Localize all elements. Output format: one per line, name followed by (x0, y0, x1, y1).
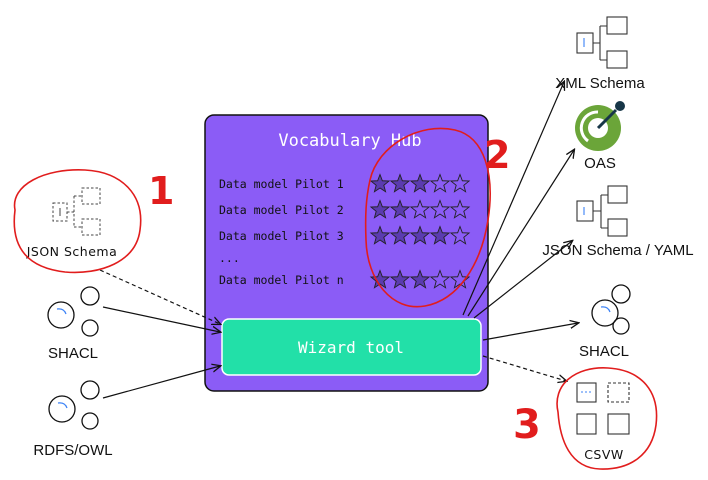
json-yaml-output: JSON Schema / YAML (542, 185, 694, 259)
star-empty-icon (429, 269, 451, 289)
star-filled-icon (409, 173, 431, 193)
hub-row-label: Data model Pilot 2 (219, 203, 344, 217)
star-empty-icon (429, 199, 451, 219)
arrow-hub-to-xml (462, 82, 564, 316)
connectors (99, 82, 578, 399)
xml-schema-label: XML Schema (555, 75, 645, 92)
star-filled-icon (389, 199, 411, 219)
star-empty-icon (449, 173, 471, 193)
rdfs-owl-input: RDFS/OWL (33, 380, 113, 459)
tree-dashed-icon (52, 187, 101, 236)
annotation-number-1: 1 (148, 169, 174, 213)
oas-label: OAS (584, 155, 616, 172)
annotation-number-3: 3 (513, 402, 541, 448)
graph-nodes-icon (591, 284, 631, 335)
star-empty-icon (429, 173, 451, 193)
star-filled-icon (409, 225, 431, 245)
arrow-hub-to-oas (467, 150, 574, 317)
hub-rows: Data model Pilot 1 Data model Pilot 2 Data… (219, 173, 471, 289)
shacl-output: SHACL (579, 284, 631, 360)
star-empty-icon (449, 225, 471, 245)
tree-icon (576, 185, 628, 237)
arrow-wizard-to-shacl (482, 323, 578, 341)
star-filled-icon (369, 269, 391, 289)
arrow-json-schema-to-wizard (99, 269, 220, 324)
json-schema-label: JSON Schema (26, 244, 118, 259)
tree-icon (576, 16, 628, 69)
star-filled-icon (369, 225, 391, 245)
arrow-rdfs-to-wizard (102, 366, 220, 399)
annotation-number-2: 2 (484, 133, 510, 177)
xml-schema-output: XML Schema (555, 16, 645, 92)
json-yaml-label: JSON Schema / YAML (542, 242, 693, 259)
arrow-shacl-to-wizard (102, 306, 220, 332)
csvw-output: CSVW (576, 382, 630, 462)
star-filled-icon (429, 225, 451, 245)
csvw-label: CSVW (584, 447, 624, 462)
hub-row-label: Data model Pilot 3 (219, 229, 344, 243)
annotation-circle-1 (13, 169, 142, 274)
hub-title: Vocabulary Hub (278, 131, 421, 151)
arrow-wizard-to-csvw (482, 355, 566, 381)
rdfs-owl-label: RDFS/OWL (33, 442, 112, 459)
star-empty-icon (449, 199, 471, 219)
wizard-tool-button[interactable] (221, 318, 482, 376)
annotation-circle-2 (364, 127, 491, 308)
star-empty-icon (409, 199, 431, 219)
star-filled-icon (409, 269, 431, 289)
star-filled-icon (369, 173, 391, 193)
hub-row-label: Data model Pilot n (219, 273, 344, 287)
oas-output: OAS (575, 101, 625, 172)
star-filled-icon (389, 173, 411, 193)
annotation-circle-3 (556, 367, 658, 470)
table-grid-icon (576, 382, 630, 435)
wizard-tool-label: Wizard tool (298, 338, 404, 357)
hub-row-label: ... (219, 251, 240, 265)
star-filled-icon (369, 199, 391, 219)
shacl-output-label: SHACL (579, 343, 629, 360)
json-schema-input: JSON Schema (26, 187, 118, 259)
graph-nodes-icon (48, 380, 100, 430)
star-filled-icon (389, 225, 411, 245)
shacl-input: SHACL (47, 286, 100, 362)
red-annotations (13, 127, 658, 470)
arrow-hub-to-json-yaml (473, 241, 572, 319)
star-filled-icon (389, 269, 411, 289)
shacl-input-label: SHACL (48, 345, 98, 362)
openapi-logo-icon (575, 101, 625, 151)
hub-row-label: Data model Pilot 1 (219, 177, 344, 191)
graph-nodes-icon (47, 286, 100, 337)
